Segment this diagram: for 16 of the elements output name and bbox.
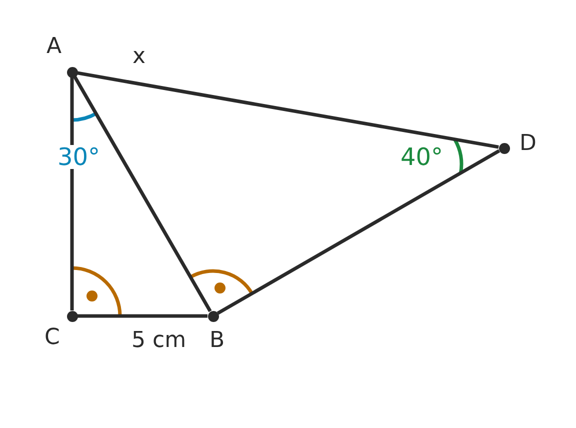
line-segment bbox=[78, 314, 208, 318]
line-segment bbox=[70, 78, 74, 310]
angle-label: 30° bbox=[58, 145, 100, 169]
point-dot bbox=[208, 310, 218, 322]
point-label: B bbox=[210, 330, 225, 352]
point-dot bbox=[66, 310, 78, 322]
point-label: A bbox=[46, 36, 62, 58]
edge-label: x bbox=[132, 46, 146, 68]
line-segment bbox=[216, 149, 500, 315]
point-dot bbox=[498, 142, 510, 154]
line-segment bbox=[73, 76, 212, 312]
point-label: C bbox=[44, 327, 60, 349]
point-dot bbox=[66, 66, 78, 78]
point-label: D bbox=[520, 133, 536, 155]
edge-label: 5 cm bbox=[132, 330, 186, 352]
line-segment bbox=[77, 71, 499, 149]
